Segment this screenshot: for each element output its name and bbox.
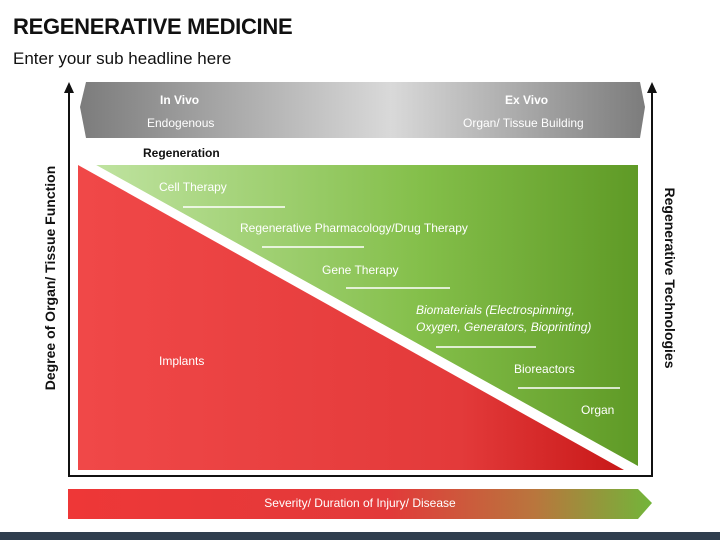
organ-label: Organ (581, 403, 615, 417)
regeneration-label: Regeneration (143, 146, 220, 160)
cell-therapy-label: Cell Therapy (159, 180, 227, 194)
banner-band (80, 82, 645, 138)
page-title: REGENERATIVE MEDICINE (13, 14, 293, 39)
diagonal-divider (80, 157, 638, 471)
red-region (78, 165, 624, 470)
implants-label: Implants (159, 354, 205, 368)
green-region (96, 165, 638, 466)
ex-vivo-label: Ex Vivo (505, 93, 549, 107)
severity-arrow (68, 489, 652, 519)
page-subtitle: Enter your sub headline here (13, 49, 232, 68)
biomaterials-label-line2: Oxygen, Generators, Bioprinting) (416, 320, 592, 334)
footer-strip (0, 532, 720, 540)
biomaterials-label-line1: Biomaterials (Electrospinning, (416, 303, 575, 317)
bioreactors-label: Bioreactors (514, 362, 575, 376)
severity-arrow-label: Severity/ Duration of Injury/ Disease (264, 496, 456, 510)
endogenous-label: Endogenous (147, 116, 215, 130)
left-axis-label: Degree of Organ/ Tissue Function (42, 165, 58, 391)
gene-therapy-label: Gene Therapy (322, 263, 399, 277)
in-vivo-label: In Vivo (160, 93, 200, 107)
pharmacology-label: Regenerative Pharmacology/Drug Therapy (240, 221, 468, 235)
item-underlines (183, 206, 620, 389)
left-axis (64, 82, 74, 476)
organ-tissue-building-label: Organ/ Tissue Building (463, 116, 584, 130)
right-axis (647, 82, 657, 476)
right-axis-label: Regenerative Technologies (662, 187, 678, 369)
